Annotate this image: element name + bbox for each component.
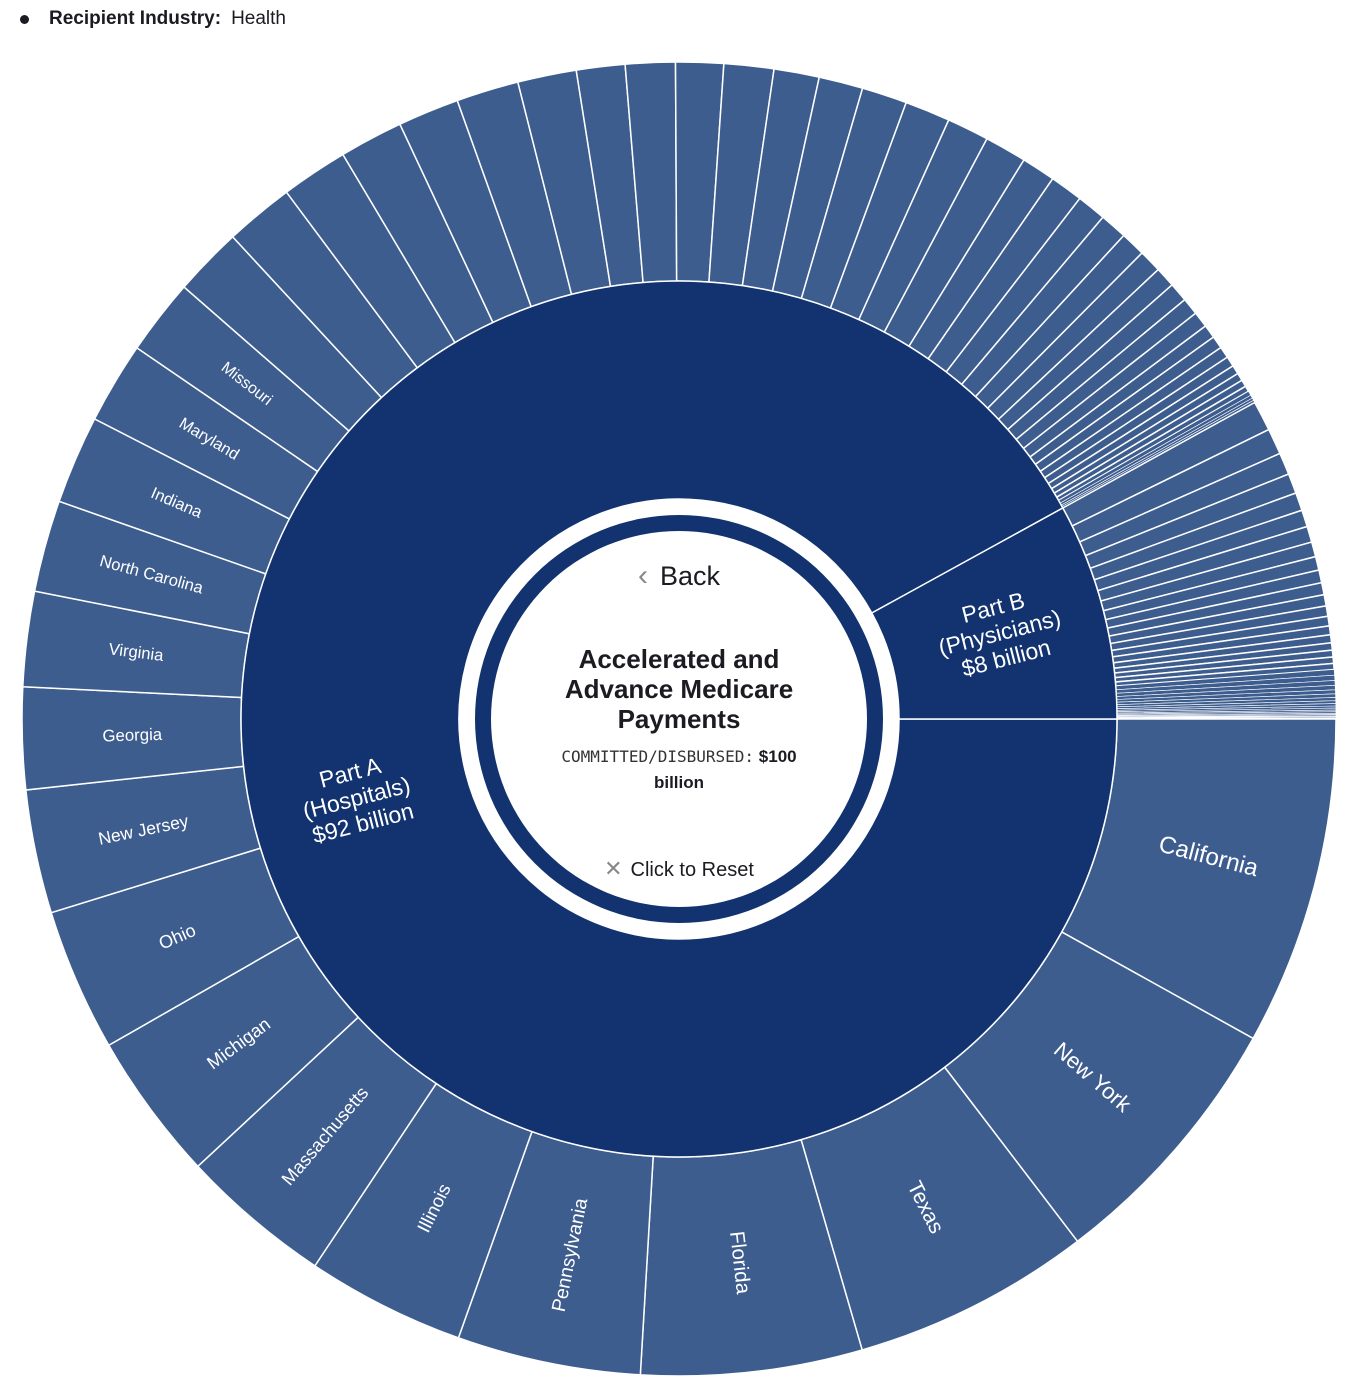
legend-label: Recipient Industry: [49,8,222,29]
back-button[interactable]: ‹ Back [491,559,867,593]
center-disc [491,531,867,907]
legend-value: Health [231,8,286,29]
state-label: Georgia [102,725,163,746]
part-label: Part B(Physicians)$8 billion [929,579,1070,686]
reset-button[interactable]: ✕ Click to Reset [491,856,867,882]
close-icon: ✕ [604,856,623,881]
back-label: Back [659,561,721,591]
chevron-left-icon: ‹ [637,559,648,592]
title-line: Payments [617,704,741,734]
reset-label: Click to Reset [630,859,754,881]
committed-value: $100 [758,747,797,766]
legend-dot-icon [20,14,29,24]
committed-total: COMMITTED/DISBURSED: $100 billion [511,744,847,796]
chart-title: Accelerated and Advance Medicare Payment… [491,644,867,734]
committed-label: COMMITTED/DISBURSED: [561,747,755,766]
title-line: Advance Medicare [564,674,794,704]
legend-item: Recipient Industry: Health [20,8,286,30]
center-panel: ‹ Back Accelerated and Advance Medicare P… [491,531,867,907]
title-line: Accelerated and [578,644,780,674]
committed-unit: billion [653,773,705,792]
